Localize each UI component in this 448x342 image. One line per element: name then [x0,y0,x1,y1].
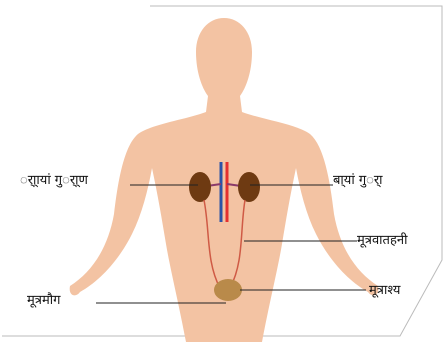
ureter-label: मूत्रवातहनी [357,233,407,249]
left-kidney [238,172,260,202]
right-kidney-label: र्ा्ायां गुर्ा्ण [20,173,88,189]
urethra-label: मूत्रमाैग [27,293,60,309]
bladder [214,279,242,301]
right-kidney [189,172,211,202]
bladder-label: मूत्राश्य [369,283,400,299]
left-kidney-label: बा्यां गुर्ा [333,173,383,189]
